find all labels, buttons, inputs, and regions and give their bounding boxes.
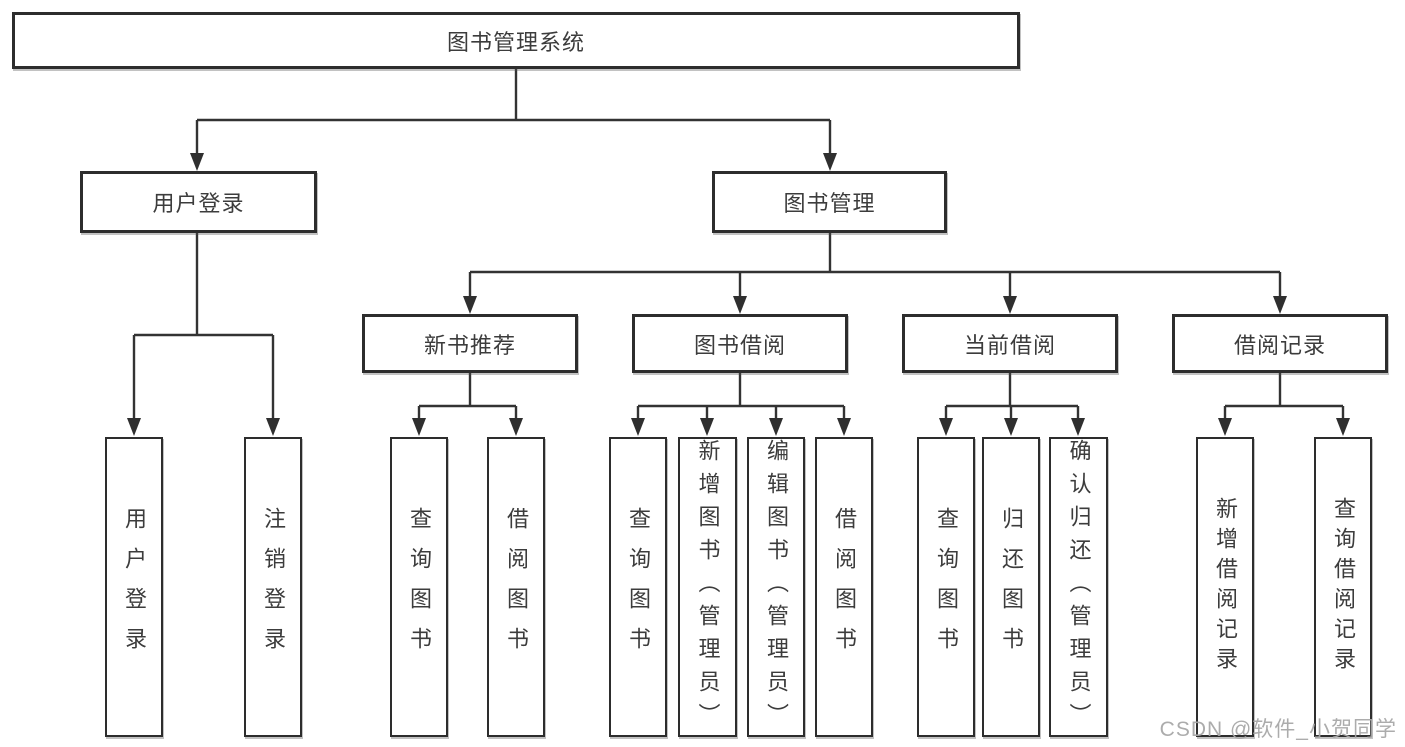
node-new-book-recommend: 新书推荐	[362, 314, 578, 373]
node-book-borrow: 图书借阅	[632, 314, 848, 373]
arrow-down-icon	[1071, 418, 1085, 436]
node-label: 查询图书	[626, 507, 651, 667]
arrowheads	[127, 153, 1350, 436]
arrow-down-icon	[769, 418, 783, 436]
leaf-edit-book-admin: 编辑图书（管理员）	[747, 437, 805, 737]
node-root-system: 图书管理系统	[12, 12, 1020, 69]
leaf-confirm-return-admin: 确认归还（管理员）	[1049, 437, 1108, 737]
node-label: 当前借阅	[963, 332, 1056, 358]
csdn-watermark: CSDN @软件_小贺同学	[1159, 718, 1397, 741]
arrow-down-icon	[266, 418, 280, 436]
node-label: 查询借阅记录	[1331, 497, 1356, 677]
leaf-logout: 注销登录	[244, 437, 302, 737]
node-label: 用户登录	[122, 507, 147, 667]
arrow-down-icon	[1218, 418, 1232, 436]
node-label: 编辑图书（管理员）	[764, 438, 789, 736]
arrow-down-icon	[700, 418, 714, 436]
arrow-down-icon	[412, 418, 426, 436]
connector-book-borrow-children	[636, 373, 846, 421]
node-label: 归还图书	[999, 507, 1024, 667]
node-label: 借阅记录	[1233, 332, 1326, 358]
leaf-borrow-book-recommend: 借阅图书	[487, 437, 545, 737]
node-book-management: 图书管理	[712, 171, 947, 233]
leaf-query-book-borrow: 查询图书	[609, 437, 667, 737]
node-label: 查询图书	[407, 507, 432, 667]
connector-root-to-level2	[195, 68, 832, 156]
node-label: 新增借阅记录	[1213, 497, 1238, 677]
leaf-user-login: 用户登录	[105, 437, 163, 737]
node-label: 用户登录	[152, 191, 245, 216]
arrow-down-icon	[939, 418, 953, 436]
leaf-add-book-admin: 新增图书（管理员）	[678, 437, 737, 737]
arrow-down-icon	[509, 418, 523, 436]
node-label: 借阅图书	[832, 507, 857, 667]
node-label: 借阅图书	[504, 507, 529, 667]
arrow-down-icon	[1004, 418, 1018, 436]
arrow-down-icon	[837, 418, 851, 436]
leaf-return-book: 归还图书	[982, 437, 1040, 737]
node-user-login: 用户登录	[80, 171, 317, 233]
leaf-query-book-recommend: 查询图书	[390, 437, 448, 737]
connector-current-borrow-children	[944, 373, 1080, 421]
connector-book-mgmt-children	[468, 233, 1282, 298]
node-label: 确认归还（管理员）	[1066, 438, 1092, 736]
arrow-down-icon	[631, 418, 645, 436]
leaf-borrow-book: 借阅图书	[815, 437, 873, 737]
leaf-query-borrow-record: 查询借阅记录	[1314, 437, 1372, 737]
arrow-down-icon	[463, 296, 477, 314]
node-label: 图书管理系统	[446, 29, 585, 55]
arrow-down-icon	[823, 153, 837, 171]
arrow-down-icon	[1273, 296, 1287, 314]
node-label: 新增图书（管理员）	[695, 438, 721, 736]
node-label: 查询图书	[934, 507, 959, 667]
leaf-add-borrow-record: 新增借阅记录	[1196, 437, 1254, 737]
node-current-borrow: 当前借阅	[902, 314, 1118, 373]
leaf-query-book-current: 查询图书	[917, 437, 975, 737]
connector-user-login-children	[132, 233, 275, 421]
node-label: 图书借阅	[693, 332, 786, 358]
arrow-down-icon	[190, 153, 204, 171]
connector-borrow-record-children	[1223, 373, 1345, 421]
arrow-down-icon	[1336, 418, 1350, 436]
connector-new-book-children	[417, 373, 518, 421]
node-label: 注销登录	[261, 507, 286, 667]
arrow-down-icon	[127, 418, 141, 436]
node-borrow-record: 借阅记录	[1172, 314, 1388, 373]
node-label: 图书管理	[783, 191, 876, 216]
arrow-down-icon	[733, 296, 747, 314]
node-label: 新书推荐	[423, 332, 516, 358]
arrow-down-icon	[1003, 296, 1017, 314]
